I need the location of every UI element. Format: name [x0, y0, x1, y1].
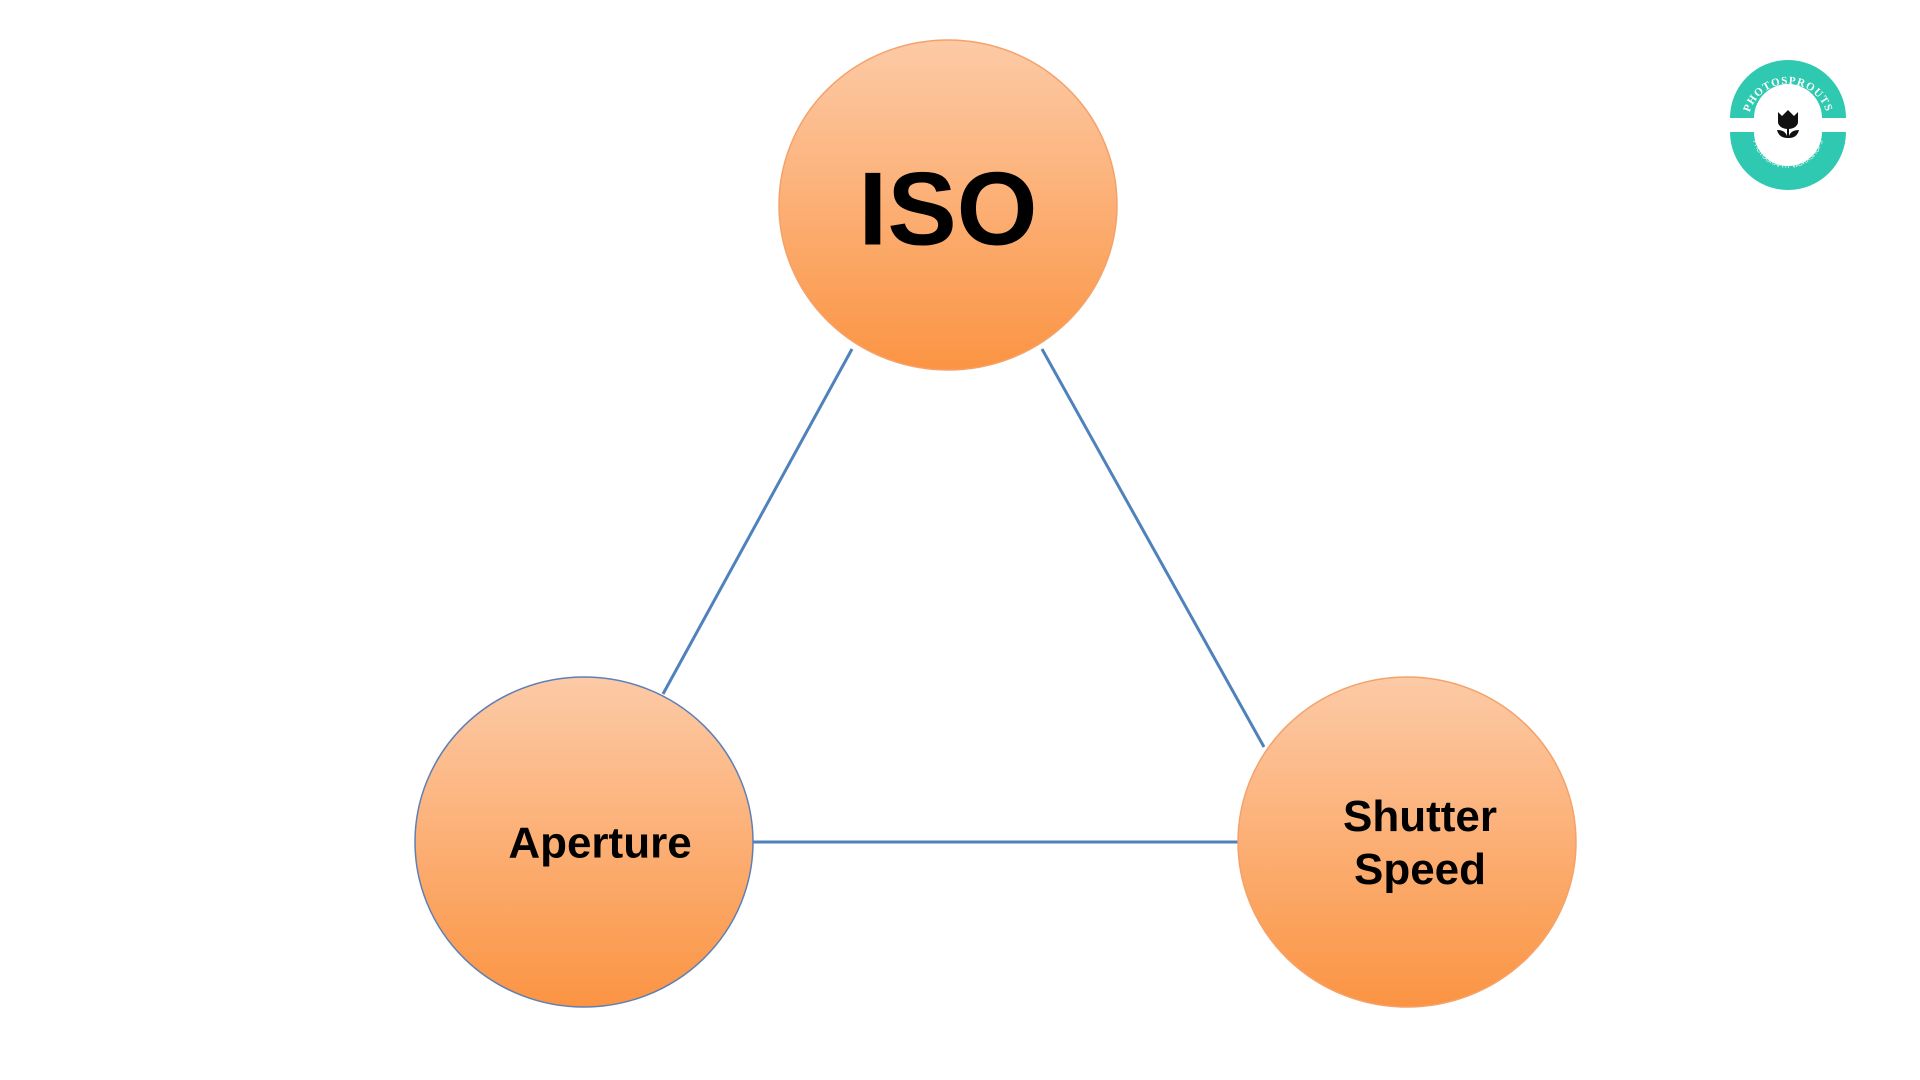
shutter-speed-label: Shutter Speed: [1343, 791, 1497, 897]
aperture-label: Aperture: [508, 818, 692, 868]
shutter-label-line1: Shutter: [1343, 792, 1497, 842]
edge-iso-shutter: [1040, 348, 1266, 748]
shutter-label-line2: Speed: [1353, 845, 1487, 894]
aperture-node: [414, 676, 754, 1008]
tulip-icon: [1777, 110, 1799, 138]
iso-label: ISO: [858, 151, 1038, 268]
photosprouts-logo: PHOTOSPROUTS PHOTOGRAPHY WORKSHOPS: [1730, 60, 1846, 190]
shutter-speed-node: [1237, 676, 1577, 1008]
iso-node: [778, 39, 1118, 371]
edge-iso-aperture: [661, 348, 854, 695]
